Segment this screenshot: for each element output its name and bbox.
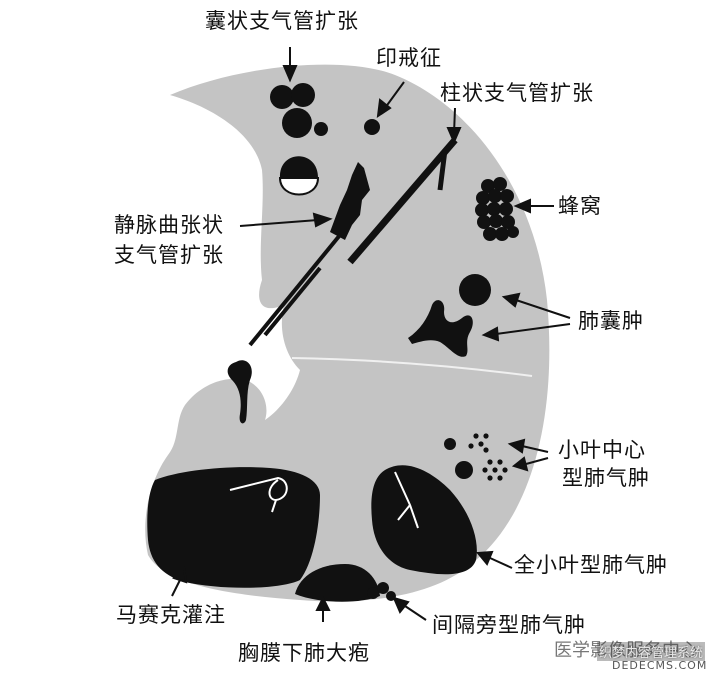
cyst-fluid-bottom: [278, 177, 320, 196]
cyst-circle-2: [291, 83, 315, 107]
lung-cyst-irregular: [408, 300, 473, 357]
mosaic-vessel: [229, 476, 288, 513]
cylindrical-bronchus-lower: [263, 266, 322, 337]
cyst-air-fluid: [279, 156, 318, 178]
label-honeycomb: 蜂窝: [558, 194, 602, 218]
cylindrical-branch: [437, 149, 448, 191]
centrilobular-dots: [444, 433, 508, 481]
watermark-site-en: DEDECMS.COM: [612, 659, 708, 672]
cyst-circle-4: [314, 122, 328, 136]
cyst-circle-3: [282, 108, 312, 138]
lung-cyst-round: [459, 274, 491, 306]
label-cystic-bronchiectasis: 囊状支气管扩张: [205, 9, 359, 33]
annotation-arrows: [171, 47, 571, 622]
paraseptal-dots: [367, 582, 396, 601]
label-lung-cyst: 肺囊肿: [578, 309, 644, 333]
honeycomb-cluster: [475, 177, 519, 241]
varicose-tail: [248, 233, 342, 347]
label-centrilobular-line2: 型肺气肿: [562, 466, 650, 490]
varicose-bronchus: [330, 162, 370, 240]
mosaic-region: [147, 467, 320, 588]
label-varicose-bronchiectasis-line1: 静脉曲张状: [114, 213, 224, 237]
label-varicose-bronchiectasis-line2: 支气管扩张: [114, 243, 224, 267]
watermark-site-cn: 织梦内容管理系统: [597, 642, 706, 661]
label-centrilobular-line1: 小叶中心: [558, 438, 646, 462]
label-panlobular: 全小叶型肺气肿: [514, 553, 668, 577]
bulla-region: [295, 564, 380, 602]
label-mosaic-perfusion: 马赛克灌注: [116, 603, 226, 627]
label-cylindrical-bronchiectasis: 柱状支气管扩张: [440, 81, 594, 105]
fissure-line: [291, 357, 533, 377]
signet-ring: [364, 119, 380, 135]
label-paraseptal: 间隔旁型肺气肿: [432, 613, 586, 637]
panlobular-vessel: [394, 471, 419, 529]
watermark-channel: 医学影像服务中心: [554, 640, 698, 661]
panlobular-region: [371, 465, 477, 575]
label-signet-ring: 印戒征: [376, 46, 442, 70]
cyst-circle-1: [270, 85, 294, 109]
cylindrical-bronchus: [347, 137, 458, 265]
label-subpleural-bulla: 胸膜下肺大疱: [238, 641, 370, 665]
central-lesion: [227, 360, 252, 424]
